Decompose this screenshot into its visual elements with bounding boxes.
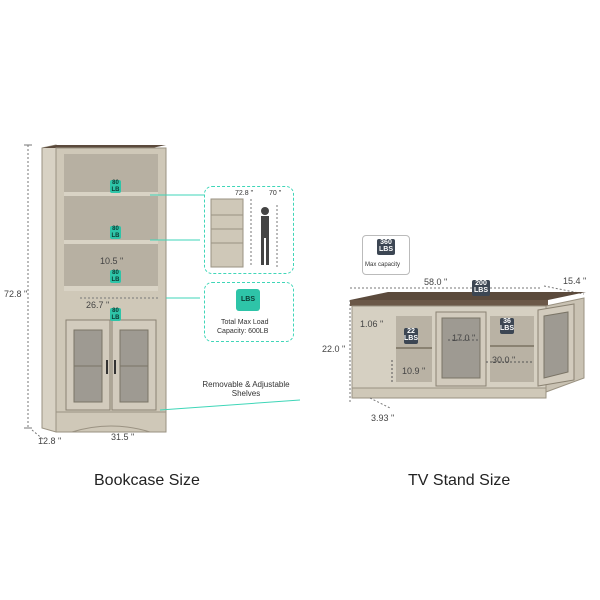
- bookcase-cabinet-height-label: 26.7 ": [86, 300, 110, 310]
- tv-top-thickness-label: 1.06 ": [360, 319, 384, 329]
- tv-stand-caption: TV Stand Size: [408, 472, 511, 489]
- bookcase-caption: Bookcase Size: [94, 472, 200, 489]
- load-line2: Capacity: 600LB: [217, 328, 269, 335]
- tv-width-label: 58.0 ": [424, 277, 448, 287]
- weight-icon: LBS: [236, 289, 260, 311]
- max-capacity-label: Max capacity: [365, 262, 401, 268]
- load-callout: LBS Total Max Load Capacity: 600LB: [204, 282, 294, 342]
- tv-depth-label: 15.4 ": [563, 276, 587, 286]
- tv-center-width-label: 17.0 ": [452, 333, 476, 343]
- human-scale-illustration: [210, 198, 278, 268]
- bookcase-shelf-gap-label: 10.5 ": [100, 256, 124, 266]
- bookcase-width-label: 31.5 ": [111, 432, 135, 442]
- tv-height-label: 22.0 ": [322, 344, 346, 354]
- scale-callout: 72.8 " 70 ": [204, 186, 294, 274]
- tv-center-shelf-width-label: 30.0 ": [492, 355, 516, 365]
- scale-height-b: 70 ": [269, 190, 282, 197]
- bookcase-height-label: 72.8 ": [4, 289, 28, 299]
- shelves-note: Removable & Adjustable Shelves: [196, 380, 296, 398]
- shelves-note-line2: Shelves: [231, 389, 261, 398]
- bookcase-depth-label: 12.8 ": [38, 436, 62, 446]
- tv-shelf-height-label: 10.9 ": [402, 366, 426, 376]
- tv-leg-height-label: 3.93 ": [371, 413, 395, 423]
- shelves-note-line1: Removable & Adjustable: [202, 380, 290, 389]
- load-line1: Total Max Load: [221, 319, 269, 326]
- scale-height-a: 72.8 ": [235, 190, 254, 197]
